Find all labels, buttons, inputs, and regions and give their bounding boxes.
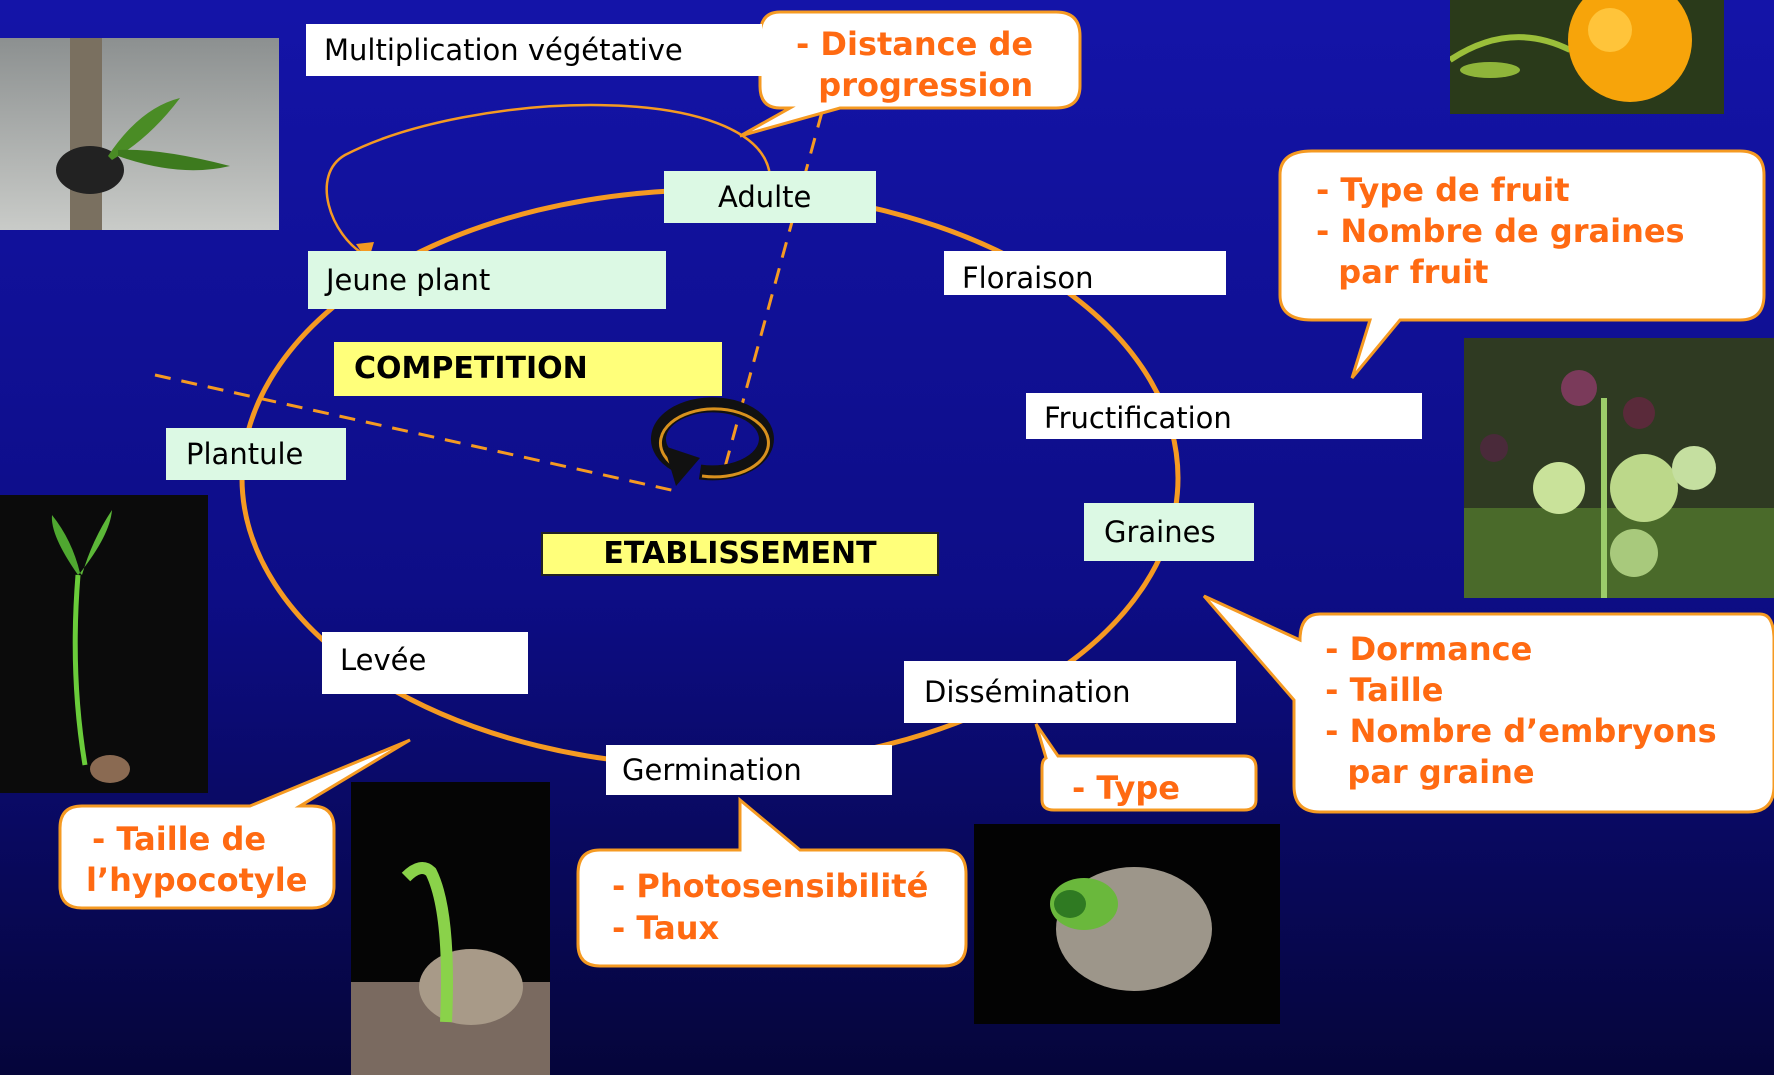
vegetative-loop-arrow — [325, 103, 772, 257]
hypocotyle-callout-bubble — [58, 738, 411, 910]
etablissement-label: ETABLISSEMENT — [541, 532, 939, 576]
fruit-line-2: - Nombre de graines — [1316, 212, 1685, 250]
stage-fructification: Fructification — [1026, 393, 1422, 439]
competition-label: COMPETITION — [334, 342, 722, 396]
hypocotyle-line-2: l’hypocotyle — [86, 861, 308, 899]
seed-photo — [974, 824, 1280, 1024]
dormance-callout-bubble — [1202, 594, 1774, 814]
stage-levee: Levée — [322, 632, 528, 694]
distance-line-2: progression — [796, 66, 1034, 104]
fruit-callout-bubble — [1278, 149, 1766, 379]
stage-jeune-plant: Jeune plant — [308, 251, 666, 309]
progression-dashed-line — [720, 111, 824, 479]
cycle-arrow-icon — [650, 397, 774, 481]
stage-multiplication: Multiplication végétative — [306, 24, 762, 76]
stage-plantule: Plantule — [166, 428, 346, 480]
photosensibilite-line-2: - Taux — [612, 909, 720, 947]
type-line-1: - Type — [1072, 769, 1180, 807]
dormance-line-1: - Dormance — [1314, 630, 1533, 668]
cycle-arrowhead-icon — [664, 446, 700, 486]
type-callout-bubble — [1034, 723, 1258, 812]
dormance-line-3: - Nombre d’embryons — [1314, 712, 1717, 750]
flower-photo — [1450, 0, 1724, 114]
stage-graines: Graines — [1084, 503, 1254, 561]
germinating-seed-photo — [351, 782, 550, 1075]
photosensibilite-line-1: - Photosensibilité — [612, 867, 929, 905]
competition-dashed-line — [154, 373, 681, 494]
distance-line-1: - Distance de — [796, 25, 1034, 63]
stage-adulte: Adulte — [664, 171, 876, 223]
dormance-line-4: par graine — [1314, 753, 1535, 791]
fruit-photo — [1464, 338, 1774, 598]
stage-germination: Germination — [606, 745, 892, 795]
hypocotyle-line-1: - Taille de — [92, 820, 267, 858]
cutting-photo — [0, 38, 279, 230]
dormance-line-2: - Taille — [1314, 671, 1444, 709]
fruit-line-3: par fruit — [1316, 253, 1489, 291]
seedling-photo — [0, 495, 208, 793]
fruit-line-1: - Type de fruit — [1316, 171, 1570, 209]
stage-dissemination: Dissémination — [904, 661, 1236, 723]
photosensibilite-callout-bubble — [576, 796, 968, 968]
stage-floraison: Floraison — [944, 251, 1226, 295]
